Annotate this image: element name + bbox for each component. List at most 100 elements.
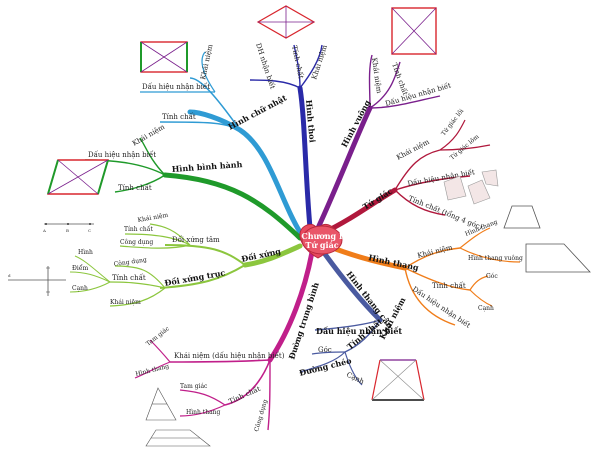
sub-branch: [149, 223, 191, 246]
branch-doi-xung: [242, 243, 303, 268]
sub-branch: [344, 351, 363, 386]
sub-branch: [394, 189, 446, 216]
sub-branch: [159, 264, 246, 289]
title-tu-giac: Tứ giác: [361, 186, 395, 212]
figure-axis-symmetry: d: [8, 266, 66, 296]
figure-rectangle: [140, 41, 188, 73]
sub-branch: [74, 255, 111, 283]
label-tg-khai-niem: Khái niệm: [395, 138, 431, 162]
sub-branch: [179, 389, 226, 406]
figure-quadrilaterals: [443, 169, 499, 205]
sub-branch: [439, 119, 466, 151]
sub-branch: [114, 174, 166, 193]
sub-branch: [404, 267, 456, 326]
label-hcn-tinh-chat: Tính chất: [162, 112, 196, 121]
label-tg-loi: Tứ giác lồi: [439, 107, 465, 137]
sub-branch: [179, 404, 226, 417]
title-hinh-chu-nhat: Hình chữ nhật: [226, 92, 288, 131]
sub-branch: [149, 339, 171, 363]
label-dx-tam: Đối xứng tâm: [172, 235, 220, 244]
label-ht-khai-niem: Khái niệm: [417, 243, 454, 260]
sub-branch: [134, 361, 171, 379]
label-dx-truc-tinh-chat: Tính chất: [112, 273, 146, 282]
label-tg-dau-hieu: Dấu hiệu nhận biết: [407, 167, 476, 188]
label-dx-tam-cong-dung: Công dụng: [120, 239, 153, 246]
branch-hinh-chu-nhat: [187, 109, 303, 235]
label-hbh-dau-hieu: Dấu hiệu nhận biết: [88, 150, 156, 159]
sub-branch: [224, 359, 271, 406]
branch-hinh-binh-hanh: [162, 172, 303, 241]
sub-branch: [404, 247, 461, 269]
label-htc-canh: Cạnh: [345, 371, 366, 387]
figure-symmetry-points: A B C: [42, 223, 94, 233]
sub-branch: [119, 244, 191, 249]
sub-branch: [189, 77, 241, 131]
label-dx-tam-khai-niem: Khái niệm: [137, 212, 169, 224]
sub-branch: [267, 359, 271, 431]
label-ht-canh: Cạnh: [478, 305, 494, 312]
label-thoi-tinh-chat: Tính chất: [290, 45, 306, 80]
label-hv-tinh-chat: Tính chất: [390, 62, 410, 97]
label-ht-goc: Góc: [486, 273, 498, 280]
title-hinh-thang: Hình thang: [368, 252, 420, 272]
sub-branch: [169, 359, 271, 363]
sub-branch: [299, 351, 346, 373]
figure-isosceles-trapezoid: [371, 359, 425, 401]
figure-square: [391, 7, 437, 55]
sub-branch: [69, 281, 111, 293]
label-dx-truc-cong-dung: Công dụng: [113, 256, 147, 268]
figure-trapezoid: [503, 205, 541, 229]
figure-parallelogram: [47, 159, 109, 195]
center-line2: Tứ giác: [305, 240, 338, 250]
center-line1: Chương I: [301, 231, 343, 241]
figure-rhombus: [256, 5, 316, 39]
label-hcn-dau-hieu: Dấu hiệu nhận biết: [142, 82, 210, 91]
sub-branch: [114, 265, 166, 289]
label-hbh-tinh-chat: Tính chất: [118, 183, 152, 192]
label-htc-goc: Góc: [318, 346, 332, 354]
label-thoi-khai-niem: Khái niệm: [310, 44, 329, 81]
sub-branch: [299, 44, 323, 89]
sub-branch: [201, 51, 216, 93]
label-ht-vuong: Hình thang vuông: [468, 255, 523, 262]
sub-branch: [459, 227, 491, 249]
label-dx-truc-khai-niem: Khái niệm: [110, 299, 141, 306]
label-ht-dau-hieu: Dấu hiệu nhận biết: [411, 284, 473, 330]
figure-midline: [145, 387, 211, 447]
title-hinh-thoi: Hình thoi: [304, 99, 318, 143]
label-dtb-hinh-thang: Hình thang: [135, 363, 170, 378]
label-dtb-tam-giac: Tam giác: [145, 325, 171, 348]
sub-branch: [164, 244, 246, 266]
label-hv-dau-hieu: Dấu hiệu nhận biết: [384, 80, 452, 107]
label-thoi-dh: DH nhận biết: [254, 42, 277, 90]
sub-branch: [69, 271, 111, 283]
sub-branch: [109, 287, 166, 307]
center-node: Chương I Tứ giác: [299, 223, 343, 259]
label-hv-khai-niem: Khái niệm: [370, 57, 383, 94]
sub-branch: [459, 247, 521, 263]
label-hbh-khai-niem: Khái niệm: [131, 123, 166, 148]
sub-branch: [109, 281, 166, 289]
label-dtb-cong-dung: Công dụng: [253, 399, 269, 433]
sub-branch: [124, 233, 191, 246]
label-dx-truc-canh: Cạnh: [72, 285, 88, 292]
sub-branch: [159, 121, 241, 131]
label-dx-tam-tinh-chat: Tính chất: [124, 226, 153, 233]
fig-label-d: d: [8, 273, 11, 278]
label-dx-truc-hinh: Hình: [78, 249, 93, 256]
sub-branch: [344, 319, 381, 353]
label-ht-tinh-chat: Tính chất: [432, 281, 466, 290]
branch-hinh-thang-can: [319, 247, 383, 323]
sub-branch: [311, 351, 346, 355]
fig-label-c: C: [88, 228, 91, 233]
label-dtb-tam-giac2: Tam giác: [180, 383, 208, 390]
sub-branch: [369, 61, 401, 109]
sub-branch: [368, 54, 373, 109]
fig-label-a: A: [42, 228, 46, 233]
sub-branch: [314, 319, 381, 331]
sub-branch: [394, 149, 441, 191]
fig-label-b: B: [66, 228, 69, 233]
sub-branch: [404, 267, 471, 291]
